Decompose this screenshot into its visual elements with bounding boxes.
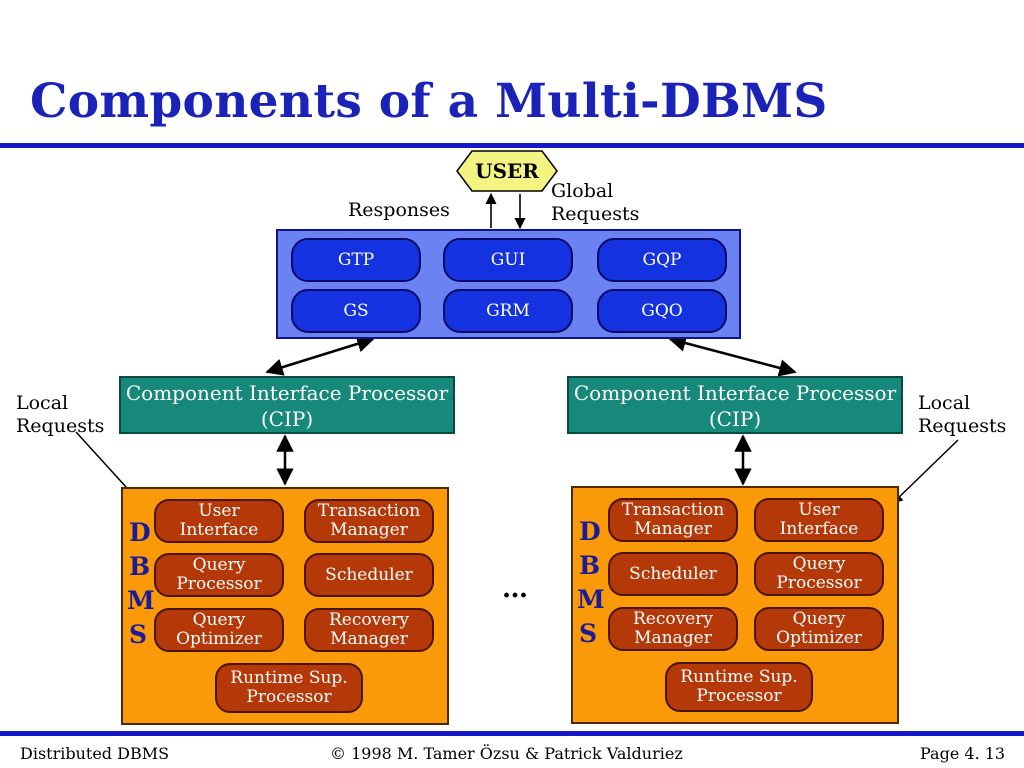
slide-title: Components of a Multi-DBMS — [30, 74, 828, 129]
dbms-letter: B — [579, 551, 601, 580]
module-gqp: GQP — [597, 238, 727, 282]
local-requests-label-right: Local Requests — [918, 392, 1007, 437]
dbms-letter: S — [579, 619, 598, 648]
module-gs: GS — [291, 289, 421, 333]
user-label: USER — [475, 159, 539, 183]
dbms-letter: D — [129, 518, 151, 547]
module-scheduler: Scheduler — [304, 553, 434, 597]
dbms-letter: B — [129, 552, 151, 581]
module-runtime-support-processor: Runtime Sup.Processor — [665, 662, 813, 712]
module-scheduler: Scheduler — [608, 552, 738, 596]
footer-right: Page 4. 13 — [920, 744, 1006, 763]
responses-label: Responses — [348, 199, 450, 221]
cip-box-right: Component Interface Processor (CIP) — [567, 376, 903, 434]
footer-rule — [0, 731, 1024, 736]
footer-left: Distributed DBMS — [20, 744, 170, 763]
local-requests-label-left: Local Requests — [16, 392, 105, 437]
dbms-letter: M — [577, 585, 605, 614]
ellipsis: … — [502, 574, 528, 604]
dbms-letter: S — [129, 620, 148, 649]
local-request-right-arrow — [892, 439, 959, 504]
module-grm: GRM — [443, 289, 573, 333]
global-layer-box: GTP GUI GQP GS GRM GQO — [276, 229, 741, 339]
dbms-letter: M — [127, 586, 155, 615]
user-diamond-shape — [456, 150, 558, 192]
global-requests-label: Global Requests — [551, 180, 640, 225]
module-runtime-support-processor: Runtime Sup.Processor — [215, 663, 363, 713]
module-gtp: GTP — [291, 238, 421, 282]
cip-box-left: Component Interface Processor (CIP) — [119, 376, 455, 434]
footer-center: © 1998 M. Tamer Özsu & Patrick Valduriez — [330, 744, 683, 763]
module-gqo: GQO — [597, 289, 727, 333]
global-cip-left-arrow — [265, 335, 375, 376]
global-cip-right-arrow — [668, 334, 797, 377]
title-rule — [0, 143, 1024, 148]
module-gui: GUI — [443, 238, 573, 282]
dbms-letter: D — [579, 517, 601, 546]
